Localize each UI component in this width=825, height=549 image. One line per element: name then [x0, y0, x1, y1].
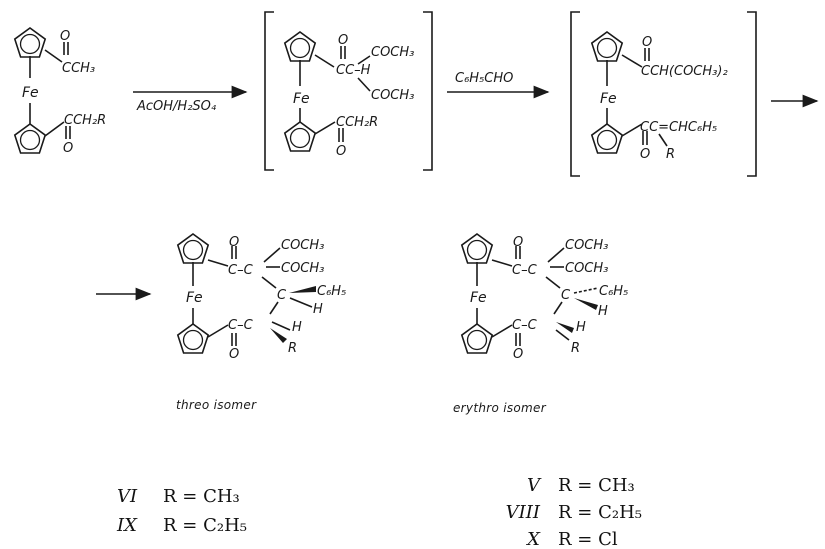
carbonyl-o-bottom: O — [640, 147, 650, 162]
h-alpha: H — [576, 320, 586, 335]
alpha-carbon-chain: C–C — [512, 318, 538, 333]
acetyl-a: COCH₃ — [565, 238, 608, 253]
cp-ring-bottom — [460, 323, 494, 354]
carbonyl-o-bottom: O — [229, 347, 239, 362]
h-alpha: H — [292, 320, 302, 335]
acyl-group: CCH₂R — [336, 115, 378, 130]
compound-id: V — [527, 475, 542, 496]
fe-label: Fe — [600, 91, 617, 107]
phenyl-group: C₆H₅ — [317, 284, 346, 299]
compound-id: VI — [117, 486, 138, 507]
benzylic-carbon: C — [561, 288, 571, 303]
intermediate-2: Fe O CCH(COCH₃)₂ CC=CHC₆H₅ O R — [570, 11, 757, 177]
starting-material: Fe O CCH₃ CCH₂R O — [14, 27, 106, 156]
reagent-acid: AcOH/H₂SO₄ — [136, 99, 217, 114]
bracket-left-2 — [570, 11, 580, 177]
reagent-benzaldehyde: C₆H₅CHO — [455, 71, 513, 86]
alpha-carbon-chain: C–C — [228, 318, 254, 333]
threo-isomer: Fe O C–C COCH₃ COCH₃ C C₆H₅ H C–C O H R … — [176, 233, 346, 412]
benzylic-carbon: C — [277, 288, 287, 303]
malonyl-group: CCH(COCH₃)₂ — [641, 64, 728, 79]
r-substituent: R — [666, 147, 675, 162]
carbonyl-o-top: O — [60, 29, 70, 44]
threo-caption: threo isomer — [176, 398, 257, 412]
cp-ring-top — [590, 31, 624, 62]
compound-id: VIII — [506, 502, 541, 523]
compound-substituent: R = CH₃ — [163, 486, 240, 507]
fe-label: Fe — [470, 290, 487, 306]
bracket-right-2 — [747, 11, 757, 177]
acyl-group: CCH₂R — [64, 113, 106, 128]
acetyl-a: COCH₃ — [281, 238, 324, 253]
compound-id: IX — [116, 515, 138, 536]
r-substituent: R — [288, 341, 297, 356]
cp-ring-bottom — [177, 323, 209, 354]
quaternary-carbon: C–C — [512, 263, 538, 278]
compound-substituent: R = Cl — [558, 529, 618, 549]
erythro-isomer: Fe O C–C COCH₃ COCH₃ C C₆H₅ H C–C O H R … — [453, 233, 628, 415]
compound-id: X — [525, 529, 541, 549]
phenyl-group: C₆H₅ — [599, 284, 628, 299]
acetyl-a: COCH₃ — [371, 45, 414, 60]
compound-substituent: R = C₂H₅ — [163, 515, 247, 536]
acetyl-b: COCH₃ — [281, 261, 324, 276]
methine-label: CC–H — [336, 63, 371, 78]
carbonyl-o: O — [338, 33, 348, 48]
carbonyl-o: O — [642, 35, 652, 50]
h-benzylic: H — [313, 302, 323, 317]
compound-substituent: R = CH₃ — [558, 475, 635, 496]
legend-erythro: V R = CH₃ VIII R = C₂H₅ X R = Cl — [506, 475, 642, 549]
enone-group: CC=CHC₆H₅ — [640, 120, 717, 135]
cp-ring-top — [460, 233, 494, 264]
intermediate-1: Fe O CC–H COCH₃ COCH₃ CCH₂R O — [264, 11, 433, 171]
r-substituent: R — [571, 341, 580, 356]
cp-ring-bottom — [590, 123, 624, 154]
fe-label: Fe — [186, 290, 203, 306]
carbonyl-o-top: O — [229, 235, 239, 250]
bracket-left-1 — [264, 11, 274, 171]
compound-substituent: R = C₂H₅ — [558, 502, 642, 523]
cp-ring-bottom — [283, 121, 317, 152]
erythro-caption: erythro isomer — [453, 401, 547, 415]
fe-label: Fe — [22, 85, 39, 101]
acetyl-b: COCH₃ — [371, 88, 414, 103]
cp-ring-bottom — [14, 123, 47, 154]
quaternary-carbon: C–C — [228, 263, 254, 278]
legend-threo: VI R = CH₃ IX R = C₂H₅ — [116, 486, 247, 536]
carbonyl-o-bottom: O — [513, 347, 523, 362]
carbonyl-o-bottom: O — [336, 144, 346, 159]
fe-label: Fe — [293, 91, 310, 107]
bracket-right-1 — [423, 11, 433, 171]
cp-ring-top — [283, 31, 317, 62]
carbonyl-o-bottom: O — [63, 141, 73, 156]
cp-ring-top — [14, 27, 47, 58]
h-benzylic: H — [598, 304, 608, 319]
acetyl-group: CCH₃ — [62, 61, 95, 76]
acetyl-b: COCH₃ — [565, 261, 608, 276]
carbonyl-o-top: O — [513, 235, 523, 250]
cp-ring-top — [177, 233, 209, 264]
